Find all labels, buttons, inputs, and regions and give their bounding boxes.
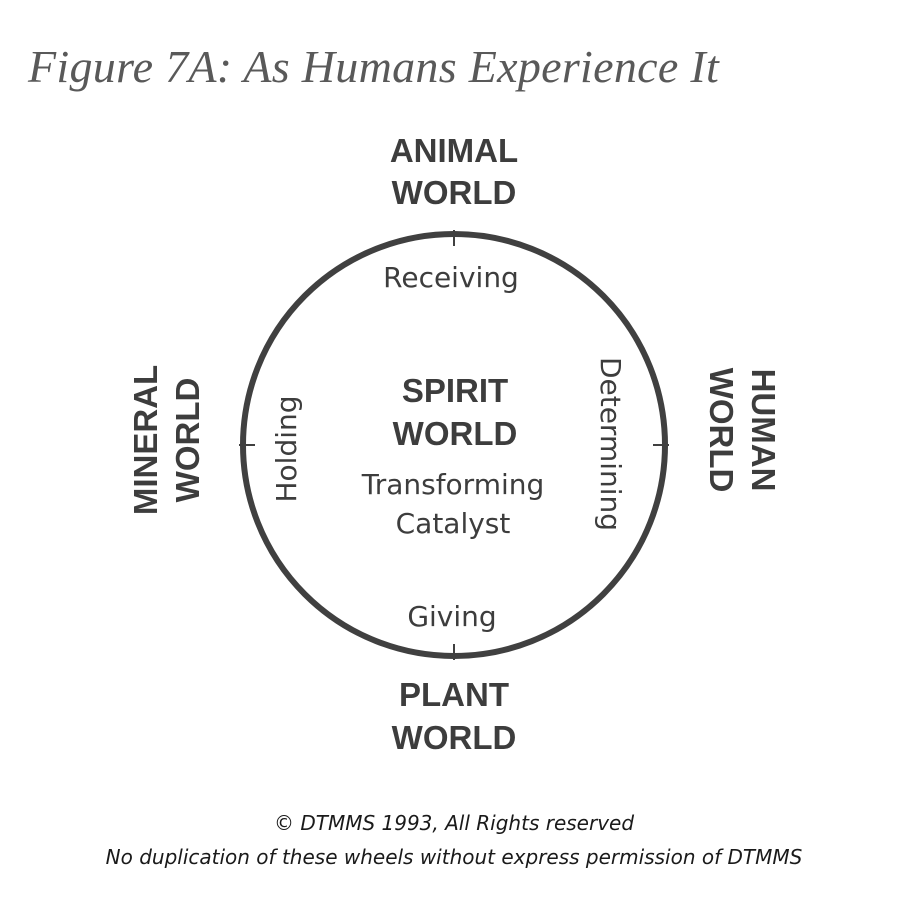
- plant-world-label-line1: PLANT: [399, 676, 509, 713]
- determining-label: Determining: [594, 357, 627, 531]
- duplication-notice: No duplication of these wheels without e…: [105, 845, 803, 869]
- human-world-label-line2: WORLD: [703, 368, 740, 493]
- figure-title: Figure 7A: As Humans Experience It: [28, 41, 720, 92]
- mineral-world-label-line2: WORLD: [169, 378, 206, 503]
- animal-world-label-line1: ANIMAL: [390, 132, 518, 169]
- giving-label: Giving: [407, 600, 496, 633]
- catalyst-label: Catalyst: [396, 507, 511, 540]
- spirit-world-label-line1: SPIRIT: [402, 372, 508, 409]
- holding-label: Holding: [270, 395, 303, 502]
- transforming-label: Transforming: [361, 468, 545, 501]
- copyright-notice: © DTMMS 1993, All Rights reserved: [273, 811, 635, 835]
- plant-world-label-line2: WORLD: [392, 719, 517, 756]
- mineral-world-label-line1: MINERAL: [127, 365, 164, 515]
- animal-world-label-line2: WORLD: [392, 174, 517, 211]
- human-world-label-line1: HUMAN: [745, 369, 782, 492]
- receiving-label: Receiving: [383, 261, 519, 294]
- spirit-world-label-line2: WORLD: [393, 415, 518, 452]
